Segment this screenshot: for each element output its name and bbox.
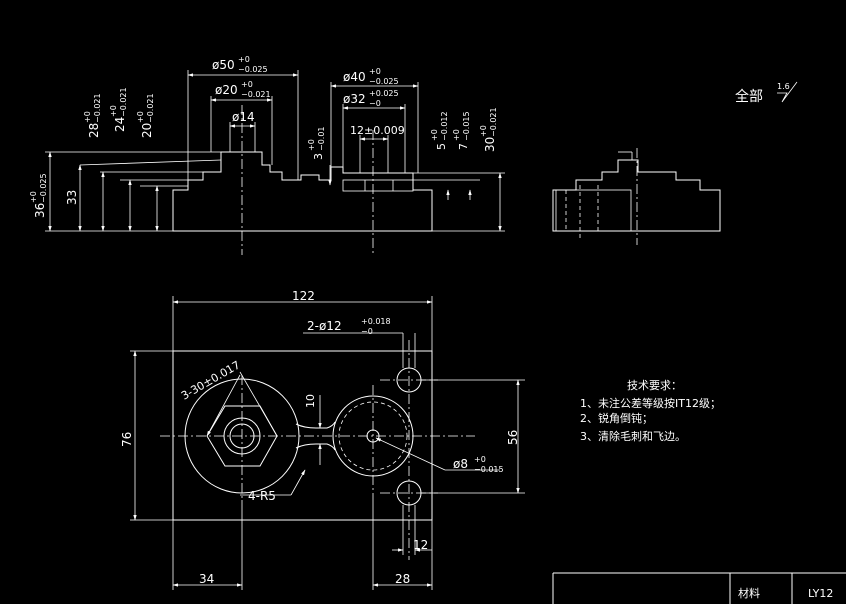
dim-hex: 3-30±0.017 bbox=[179, 358, 242, 402]
dim-h24: 24 +0 −0.021 bbox=[109, 87, 128, 132]
svg-text:+0: +0 bbox=[83, 111, 92, 123]
dim-w10: 10 bbox=[304, 394, 317, 408]
material-value: LY12 bbox=[808, 587, 833, 600]
svg-text:+0: +0 bbox=[136, 111, 145, 123]
side-section bbox=[552, 159, 721, 232]
side-view bbox=[552, 148, 721, 245]
dim-h3: 3 +0 −0.01 bbox=[307, 126, 326, 160]
dim-h36: 36 +0 −0.025 bbox=[29, 173, 48, 218]
notes-title: 技术要求： bbox=[627, 379, 682, 392]
dim-d40: ø40 +0 −0.025 bbox=[343, 67, 399, 86]
svg-text:28: 28 bbox=[87, 123, 101, 138]
svg-text:−0.021: −0.021 bbox=[119, 87, 128, 117]
dim-h76: 76 bbox=[120, 432, 134, 447]
svg-text:全部: 全部 bbox=[735, 88, 763, 105]
dim-w12: 12 bbox=[413, 538, 428, 552]
dim-h5: 5 +0 −0.012 bbox=[430, 111, 449, 150]
dim-holes: 2-ø12 +0.018 −0 bbox=[307, 317, 391, 336]
svg-text:ø20: ø20 bbox=[215, 83, 238, 97]
svg-text:−0.021: −0.021 bbox=[93, 93, 102, 123]
dim-d12: 12±0.009 bbox=[350, 124, 405, 137]
notes-item-2: 2、锐角倒钝； bbox=[580, 411, 653, 425]
svg-text:2-ø12: 2-ø12 bbox=[307, 319, 342, 333]
roughness-symbol: 全部 1.6 bbox=[735, 81, 798, 105]
svg-text:+0: +0 bbox=[238, 55, 250, 64]
notes-item-3: 3、清除毛刺和飞边。 bbox=[580, 429, 686, 443]
svg-text:+0: +0 bbox=[452, 129, 461, 141]
svg-text:+0: +0 bbox=[109, 105, 118, 117]
svg-text:−0.015: −0.015 bbox=[474, 465, 504, 474]
front-section bbox=[172, 151, 433, 232]
svg-text:−0.015: −0.015 bbox=[462, 111, 471, 141]
svg-text:36: 36 bbox=[33, 203, 47, 218]
svg-text:−0.021: −0.021 bbox=[146, 93, 155, 123]
svg-text:3: 3 bbox=[312, 153, 325, 160]
svg-text:ø8: ø8 bbox=[453, 457, 468, 471]
svg-text:ø50: ø50 bbox=[212, 58, 235, 72]
front-view: ø50 +0 −0.025 ø20 +0 −0.021 ø14 ø40 +0 −… bbox=[29, 55, 505, 255]
svg-text:−0: −0 bbox=[369, 99, 381, 108]
svg-text:+0: +0 bbox=[241, 80, 253, 89]
notes-item-1: 1、未注公差等级按IT12级； bbox=[580, 396, 721, 410]
svg-text:+0.018: +0.018 bbox=[361, 317, 391, 326]
dim-d20: ø20 +0 −0.021 bbox=[215, 80, 271, 99]
dim-h7: 7 +0 −0.015 bbox=[452, 111, 471, 150]
svg-text:−0.025: −0.025 bbox=[369, 77, 399, 86]
dim-w28: 28 bbox=[395, 572, 410, 586]
svg-text:−0: −0 bbox=[361, 327, 373, 336]
dim-h30: 30 +0 −0.021 bbox=[479, 107, 498, 152]
dim-w122: 122 bbox=[292, 289, 315, 303]
dim-d50: ø50 +0 −0.025 bbox=[212, 55, 268, 74]
svg-text:5: 5 bbox=[435, 143, 448, 150]
title-block: 材料 LY12 bbox=[552, 572, 846, 604]
svg-text:+0.025: +0.025 bbox=[369, 89, 399, 98]
dim-h20: 20 +0 −0.021 bbox=[136, 93, 155, 138]
dim-w34: 34 bbox=[199, 572, 214, 586]
svg-text:−0.021: −0.021 bbox=[489, 107, 498, 137]
technical-requirements: 技术要求： 1、未注公差等级按IT12级； 2、锐角倒钝； 3、清除毛刺和飞边。 bbox=[580, 379, 721, 443]
dim-h28: 28 +0 −0.021 bbox=[83, 93, 102, 138]
svg-text:+0: +0 bbox=[369, 67, 381, 76]
svg-text:24: 24 bbox=[113, 117, 127, 132]
svg-text:+0: +0 bbox=[430, 129, 439, 141]
svg-text:−0.01: −0.01 bbox=[317, 126, 326, 151]
dim-h33: 33 bbox=[65, 190, 79, 205]
svg-text:1.6: 1.6 bbox=[777, 82, 790, 91]
dim-d8: ø8 +0 −0.015 bbox=[453, 455, 504, 474]
svg-text:−0.025: −0.025 bbox=[39, 173, 48, 203]
plate-outline bbox=[172, 350, 433, 521]
svg-text:−0.012: −0.012 bbox=[440, 111, 449, 141]
svg-text:+0: +0 bbox=[479, 125, 488, 137]
svg-text:+0: +0 bbox=[307, 139, 316, 151]
dim-d14: ø14 bbox=[232, 110, 255, 124]
svg-text:ø32: ø32 bbox=[343, 92, 366, 106]
svg-text:ø40: ø40 bbox=[343, 70, 366, 84]
svg-text:20: 20 bbox=[140, 123, 154, 138]
material-label: 材料 bbox=[738, 586, 760, 600]
svg-text:−0.025: −0.025 bbox=[238, 65, 268, 74]
dim-h56: 56 bbox=[506, 430, 520, 445]
svg-text:−0.021: −0.021 bbox=[241, 90, 271, 99]
dim-r5: 4-R5 bbox=[248, 489, 276, 503]
svg-text:+0: +0 bbox=[474, 455, 486, 464]
svg-text:7: 7 bbox=[457, 143, 470, 150]
svg-text:+0: +0 bbox=[29, 191, 38, 203]
svg-text:30: 30 bbox=[483, 137, 497, 152]
dim-d32: ø32 +0.025 −0 bbox=[343, 89, 399, 108]
top-view: 122 2-ø12 +0.018 −0 3-30±0.017 10 76 56 … bbox=[120, 289, 525, 590]
